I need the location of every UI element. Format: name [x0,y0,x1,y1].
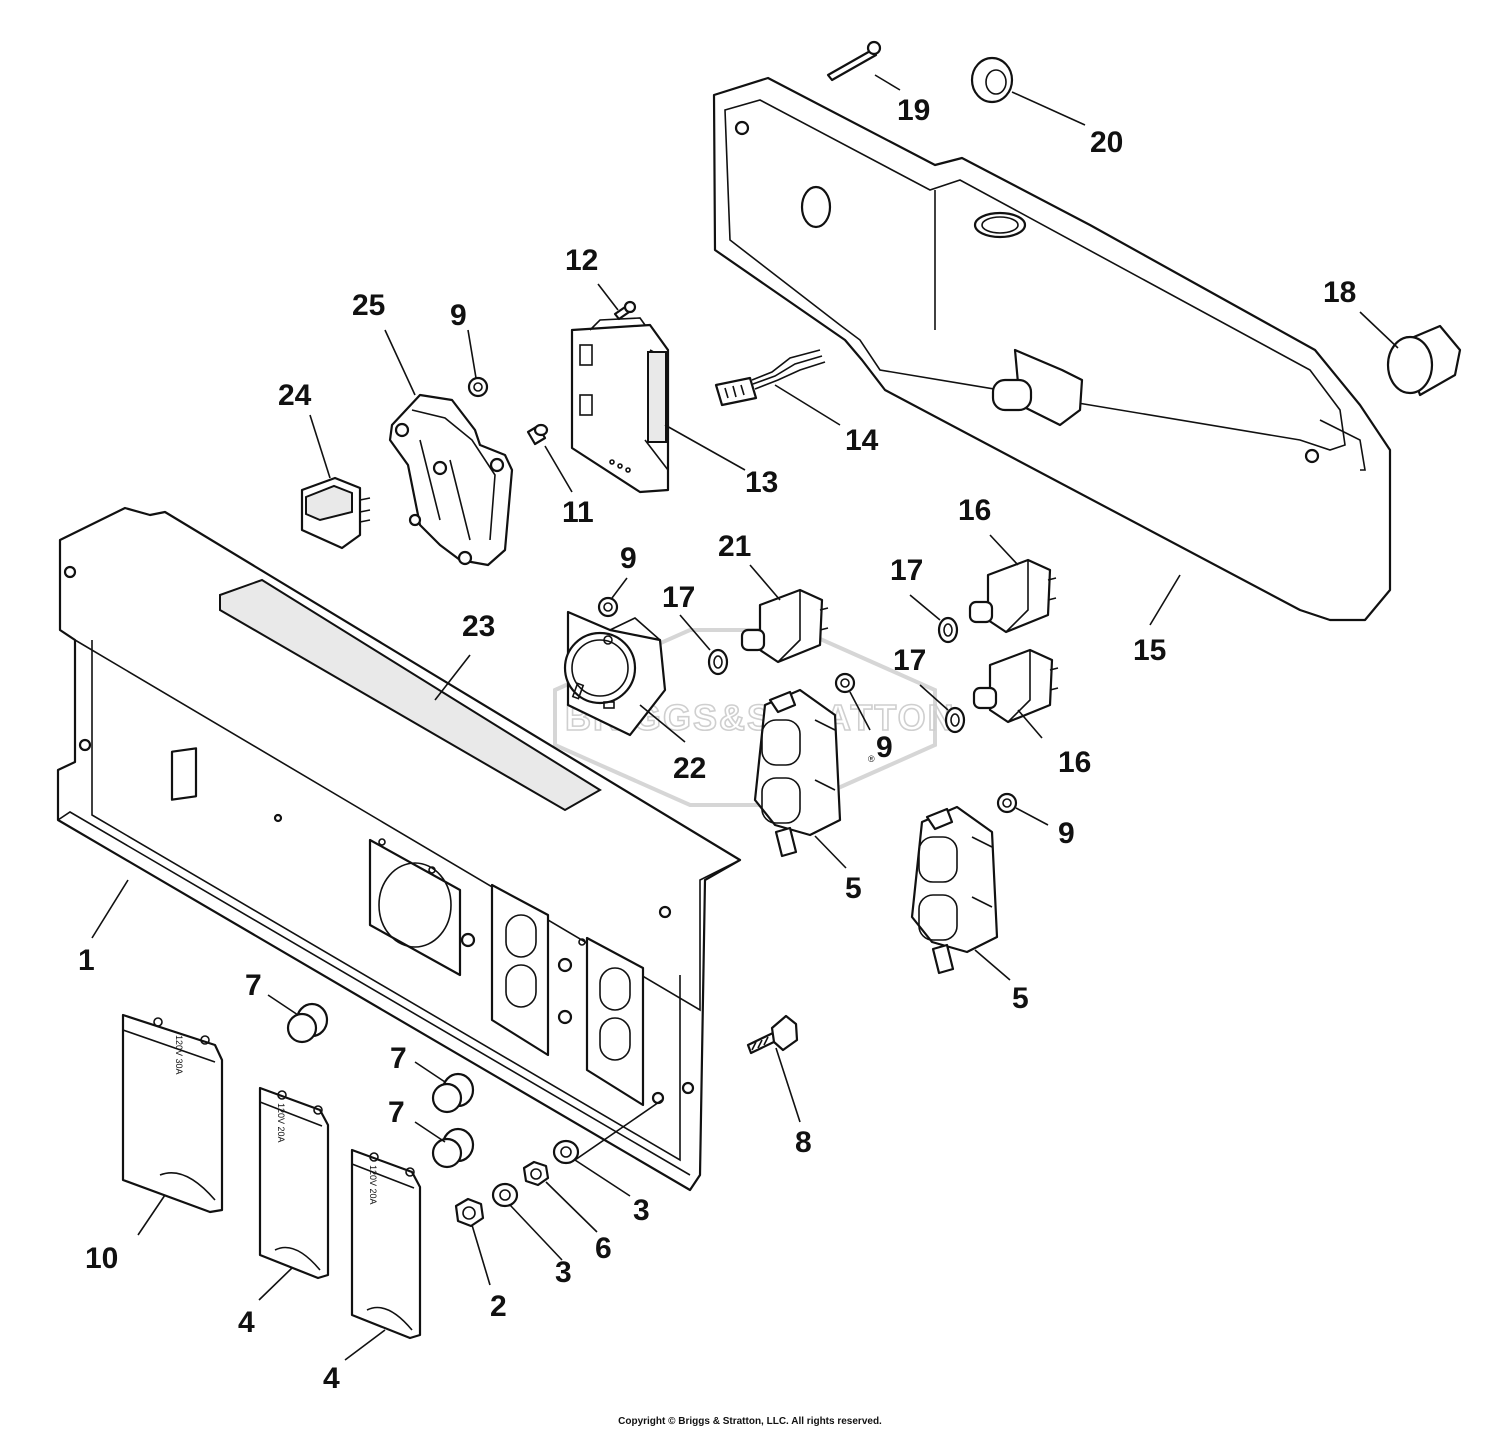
callout-20: 20 [1090,126,1123,159]
part-17-washer-a [707,648,729,676]
part-7-knob-c [431,1127,475,1169]
part-3-washer-a [552,1139,580,1165]
cover-4a-rating: 120V 20A [276,1103,286,1143]
part-9-nut-b [597,596,619,618]
part-3-washer-b [491,1182,519,1208]
callout-17-c: 17 [893,644,926,677]
part-2-nut [454,1197,485,1228]
callout-15: 15 [1133,634,1166,667]
part-7-knob-b [431,1072,475,1114]
part-21-circuit-breaker [740,588,829,664]
part-4-outlet-cover-a: 120V 20A [258,1086,330,1280]
part-9-nut-a [467,376,489,398]
callout-14: 14 [845,424,879,457]
part-16-circuit-breaker-b [972,648,1059,724]
part-22-30a-receptacle [563,610,667,737]
callout-13: 13 [745,466,778,499]
callout-labels: 1 2 3 3 4 4 5 5 6 7 7 7 8 9 9 9 9 10 11 … [78,94,1356,1395]
callout-16-a: 16 [958,494,991,527]
part-17-washer-c [944,706,966,734]
callout-16-b: 16 [1058,746,1091,779]
part-12-screw [613,300,637,321]
callout-23: 23 [462,610,495,643]
callout-17-b: 17 [890,554,923,587]
part-20-grommet [970,56,1014,104]
callout-9-b: 9 [620,542,637,575]
part-16-circuit-breaker-a [968,558,1057,634]
callout-18: 18 [1323,276,1356,309]
callout-8: 8 [795,1126,812,1159]
callout-5-b: 5 [1012,982,1029,1015]
callout-5-a: 5 [845,872,862,905]
callout-1: 1 [78,944,95,977]
part-13-circuit-board [570,317,670,494]
part-11-spacer [526,423,549,446]
part-8-bolt [746,1014,799,1055]
part-17-washer-b [937,616,959,644]
leader-lines [91,74,1399,1361]
part-1-control-panel [56,506,742,1192]
part-14-wire-connector [714,349,826,407]
callout-10: 10 [85,1242,118,1275]
part-9-nut-c [834,672,856,694]
callout-7-b: 7 [390,1042,407,1075]
part-7-knob-a [286,1002,329,1044]
callout-9-d: 9 [1058,817,1075,850]
part-5-duplex-receptacle-b [910,805,999,975]
callout-4-b: 4 [323,1362,340,1395]
callout-2: 2 [490,1290,507,1323]
part-15-rear-housing [712,76,1392,622]
callout-22: 22 [673,752,706,785]
callout-9-a: 9 [450,299,467,332]
part-25-bracket [388,393,514,567]
callout-12: 12 [565,244,598,277]
callout-9-c: 9 [876,731,893,764]
callout-11: 11 [562,496,594,529]
callout-25: 25 [352,289,385,322]
cover-10-rating: 120V 30A [174,1035,184,1075]
part-19-pin [826,40,882,82]
part-9-nut-d [996,792,1018,814]
part-6-nut [522,1160,550,1187]
callout-24: 24 [278,379,312,412]
part-4-outlet-cover-b: 120V 20A [350,1148,422,1340]
callout-19: 19 [897,94,930,127]
callout-21: 21 [718,530,751,563]
callout-3-a: 3 [633,1194,650,1227]
copyright-notice: Copyright © Briggs & Stratton, LLC. All … [618,1416,882,1427]
callout-4-a: 4 [238,1306,255,1339]
callout-7-a: 7 [245,969,262,1002]
cover-4b-rating: 120V 20A [368,1165,378,1205]
callout-17-a: 17 [662,581,695,614]
registered-mark: ® [868,754,875,764]
part-5-duplex-receptacle-a [753,688,842,858]
part-10-outlet-cover: 120V 30A [121,1013,224,1214]
part-18-plug [1386,324,1462,397]
part-24-rocker-switch [300,476,371,550]
callout-3-b: 3 [555,1256,572,1289]
callout-6: 6 [595,1232,612,1265]
callout-7-c: 7 [388,1096,405,1129]
